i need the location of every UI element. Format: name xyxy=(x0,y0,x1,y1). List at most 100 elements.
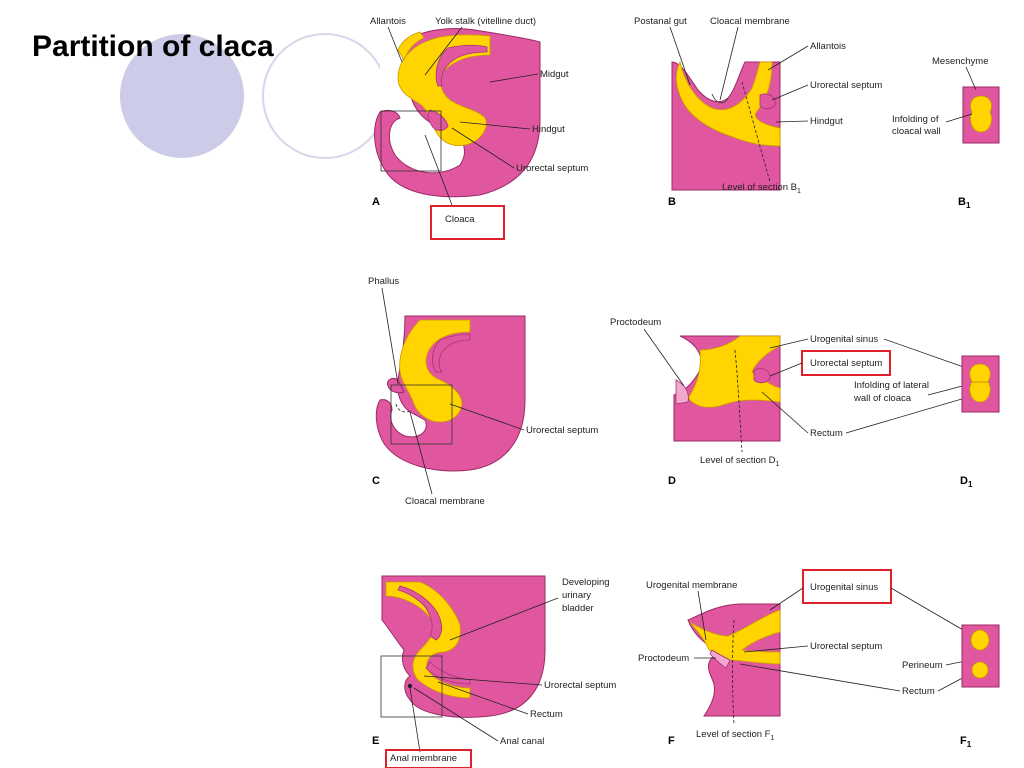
panel-b1-letter: B1 xyxy=(958,196,971,210)
panel-f-label-level: Level of section F1 xyxy=(696,729,774,742)
panel-b1-endoderm xyxy=(970,95,992,133)
panel-c-leader-phallus xyxy=(381,287,399,385)
panel-f-leader-membrane xyxy=(697,590,707,641)
panel-d-label-urorectal-septum: Urorectal septum xyxy=(810,358,882,369)
panel-f1: Perineum Rectum F1 xyxy=(902,624,1000,749)
panel-d-leader-sinus xyxy=(769,338,809,349)
panel-e-label-rectum: Rectum xyxy=(530,709,563,720)
panel-e-label-bladder-3: bladder xyxy=(562,603,594,614)
panel-b1-leader-mesenchyme xyxy=(965,66,977,91)
panel-e-leader-septum xyxy=(423,675,543,686)
panel-a: Allantois Yolk stalk (vitelline duct) Mi… xyxy=(370,16,588,240)
panel-a-gut-endoderm xyxy=(397,34,491,147)
panel-d1-letter-sub: 1 xyxy=(968,480,973,489)
panel-b-letter: B xyxy=(668,196,676,208)
panel-d-leader-rectum-to-d1 xyxy=(845,395,973,434)
panel-d-proctodeum xyxy=(675,379,689,405)
panel-d-leader-septum xyxy=(769,362,803,377)
panel-d-level-prefix: Level of section D xyxy=(700,455,776,466)
panel-a-leader-cloaca xyxy=(424,134,453,206)
panel-e-letter: E xyxy=(372,735,379,747)
panel-f1-letter: F1 xyxy=(960,735,972,749)
panel-b1-label-infolding-2: cloacal wall xyxy=(892,126,941,137)
panel-e-anal-membrane-highlight xyxy=(385,749,472,768)
panel-f-level-prefix: Level of section F xyxy=(696,729,771,740)
panel-d-label-level: Level of section D1 xyxy=(700,455,780,468)
panel-f1-rectum xyxy=(971,661,989,679)
panel-a-leader-urorectal-septum xyxy=(451,127,515,169)
panel-d-label-rectum: Rectum xyxy=(810,428,843,439)
panel-b: Postanal gut Cloacal membrane Allantois … xyxy=(634,16,882,208)
panel-e-leader-anal-canal xyxy=(413,687,499,742)
panel-c-label-urorectal-septum: Urorectal septum xyxy=(526,425,598,436)
panel-b-label-cloacal-membrane: Cloacal membrane xyxy=(710,16,790,27)
panel-a-label-allantois: Allantois xyxy=(370,16,406,27)
panel-c-label-phallus: Phallus xyxy=(368,276,399,287)
panel-b-leader-allantois xyxy=(767,45,809,71)
panel-a-label-yolk-stalk: Yolk stalk (vitelline duct) xyxy=(435,16,536,27)
panel-c: Phallus Urorectal septum Cloacal membran… xyxy=(368,276,598,507)
panel-b-level-sub: 1 xyxy=(797,188,801,195)
panel-d-leader-sinus-to-d1 xyxy=(883,338,973,371)
panel-d1-letter: D1 xyxy=(960,475,973,489)
panel-e-leader-anal-membrane xyxy=(409,687,421,753)
panel-b-endoderm xyxy=(676,60,781,147)
panel-f-leader-septum xyxy=(743,645,809,653)
panel-d-level-line xyxy=(734,349,743,453)
panel-b1-letter-sub: 1 xyxy=(966,201,971,210)
panel-d-letter: D xyxy=(668,475,676,487)
panel-b1-letter-main: B xyxy=(958,196,966,208)
panel-f-leader-sinus-to-f1 xyxy=(890,587,971,635)
panel-b-label-postanal-gut: Postanal gut xyxy=(634,16,687,27)
panel-f-proctodeum xyxy=(709,649,731,669)
panel-f1-label-perineum: Perineum xyxy=(902,660,943,671)
panel-c-phallus xyxy=(387,377,405,394)
panel-a-leader-yolk-stalk xyxy=(424,26,463,76)
panel-b-label-hindgut: Hindgut xyxy=(810,116,843,127)
panel-f-label-proctodeum: Proctodeum xyxy=(638,653,689,664)
panel-e-label-anal-canal: Anal canal xyxy=(500,736,544,747)
panel-c-leader-septum xyxy=(449,403,525,431)
panel-f1-letter-main: F xyxy=(960,735,967,747)
panel-c-endoderm xyxy=(399,319,471,423)
panel-f-level-line xyxy=(732,619,735,725)
decorative-circles xyxy=(120,33,380,159)
panel-d1-endoderm xyxy=(969,363,991,403)
panel-d: Proctodeum Urogenital sinus Urorectal se… xyxy=(610,317,973,487)
panel-e: Developing urinary bladder Urorectal sep… xyxy=(372,575,616,768)
panel-b1-label-mesenchyme: Mesenchyme xyxy=(932,56,989,67)
panel-f-letter: F xyxy=(668,735,675,747)
panel-d-label-infolding-1: Infolding of lateral xyxy=(854,380,929,391)
panel-b-level-prefix: Level of section B xyxy=(722,182,797,193)
page-title: Partition of claca xyxy=(32,30,274,63)
panel-b-label-urorectal-septum: Urorectal septum xyxy=(810,80,882,91)
panel-e-label-anal-membrane: Anal membrane xyxy=(390,753,457,764)
deco-ring-circle xyxy=(262,33,380,159)
panel-f-leader-rectum-main xyxy=(739,663,901,692)
panel-b-septum-fold xyxy=(759,93,777,110)
panel-d-label-urogenital-sinus: Urogenital sinus xyxy=(810,334,878,345)
panel-a-label-midgut: Midgut xyxy=(540,69,569,80)
panel-a-allantois xyxy=(397,31,425,61)
panel-a-leader-hindgut xyxy=(459,121,531,130)
panel-a-label-cloaca: Cloaca xyxy=(445,214,475,225)
panel-f-label-urogenital-sinus: Urogenital sinus xyxy=(810,582,878,593)
panel-c-letter: C xyxy=(372,475,380,487)
panel-f-level-sub: 1 xyxy=(770,735,774,742)
panel-a-cloaca-region-box xyxy=(380,110,442,172)
panel-b-level-line xyxy=(741,81,771,183)
panel-e-anal-membrane xyxy=(407,683,413,689)
panel-c-label-cloacal-membrane: Cloacal membrane xyxy=(405,496,485,507)
panel-b1-leader-infolding xyxy=(945,113,973,123)
panel-b-leader-postanal xyxy=(669,26,691,86)
panel-d1-letter-main: D xyxy=(960,475,968,487)
panel-a-midgut-lumen xyxy=(435,44,488,87)
panel-e-label-bladder-2: urinary xyxy=(562,590,591,601)
panel-c-leader-membrane xyxy=(409,411,433,495)
panel-b-leader-membrane xyxy=(719,26,739,101)
panel-f: Urogenital membrane Urogenital sinus Uro… xyxy=(638,569,971,747)
panel-d-label-proctodeum: Proctodeum xyxy=(610,317,661,328)
panel-a-leader-allantois xyxy=(387,26,403,63)
panel-d1: D1 xyxy=(960,355,1000,489)
